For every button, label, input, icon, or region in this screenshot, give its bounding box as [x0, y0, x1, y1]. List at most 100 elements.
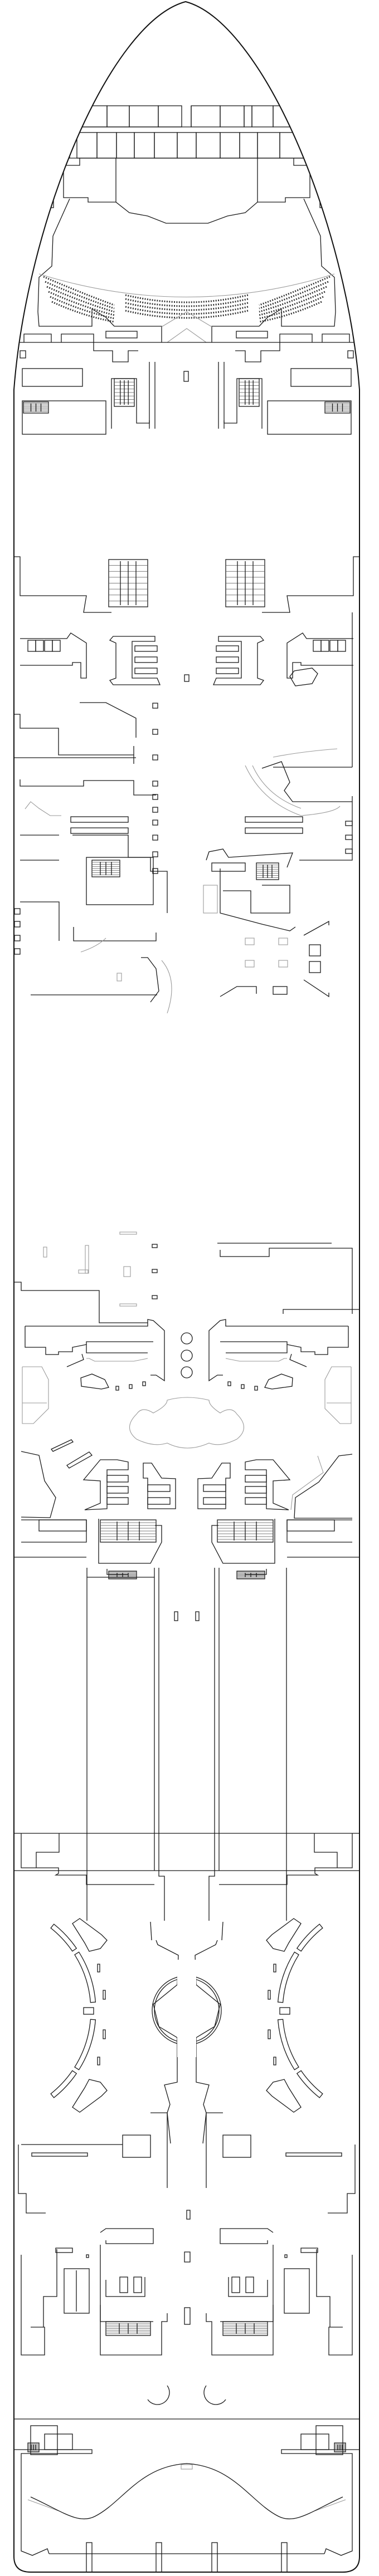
- stern-deck-edge: [281, 2449, 359, 2556]
- shop-counter-curve: [66, 1353, 84, 1367]
- atrium-central-feature: [129, 1397, 245, 1449]
- service-station: [83, 2007, 94, 2015]
- corridor-wall: [158, 1568, 165, 1921]
- wall-niche: [14, 908, 21, 915]
- theatre-seat-row: [46, 286, 115, 313]
- kiosk: [309, 961, 321, 973]
- atrium-pillar: [181, 1350, 193, 1362]
- theatre-seat-row: [45, 281, 115, 310]
- dining-divider: [268, 2029, 271, 2039]
- buffet-island: [72, 2079, 108, 2113]
- counter: [273, 986, 288, 995]
- elevator-bank: [64, 2268, 90, 2314]
- bar-curved-stair: [161, 960, 172, 1014]
- aft-lounge-partition: [286, 632, 353, 679]
- pillar: [184, 2251, 191, 2263]
- restroom-stall: [203, 1484, 226, 1492]
- shop-glass: [86, 1358, 148, 1362]
- pillar: [186, 2210, 191, 2220]
- restroom-stall: [216, 668, 239, 674]
- aft-lounge-partition: [20, 632, 87, 679]
- small-pillar: [86, 2254, 89, 2258]
- aft-stepped-room: [21, 1833, 154, 1885]
- spiral-feature: [289, 668, 318, 686]
- dining-arc-partition: [74, 1951, 96, 2003]
- aft-room: [38, 1519, 87, 1532]
- stern-stair-room: [315, 2425, 343, 2455]
- display-case: [245, 960, 255, 968]
- aft-corridor-wall: [206, 2112, 223, 2188]
- wall-niche: [14, 935, 21, 941]
- wall-niche: [345, 835, 353, 840]
- dining-arc-partition: [277, 2019, 299, 2070]
- column: [152, 794, 158, 800]
- stair-landing: [245, 1569, 267, 1575]
- restroom-stall: [134, 656, 158, 663]
- central-spine-wall: [221, 1921, 223, 1941]
- theatre-lobby-wall: [211, 326, 259, 342]
- dining-arc-partition: [50, 1924, 77, 1952]
- theatre-seat-row: [259, 296, 324, 320]
- pool-edge: [245, 765, 341, 816]
- aft-counter: [300, 2248, 318, 2253]
- aft-room-wall: [220, 2228, 274, 2244]
- midship-room: [25, 1326, 148, 1355]
- theatre-seat-row: [125, 302, 249, 311]
- column: [152, 1269, 158, 1273]
- dining-arc-partition: [74, 2019, 96, 2070]
- restroom-stall: [245, 2276, 254, 2293]
- midship-room: [208, 1319, 348, 1382]
- restroom-block: [109, 636, 161, 685]
- counter: [211, 862, 246, 872]
- display-case: [278, 938, 288, 945]
- dining-divider: [97, 2057, 100, 2065]
- wall-niche: [20, 350, 26, 359]
- restroom-stall: [216, 656, 239, 663]
- counter: [245, 827, 303, 834]
- aft-stepped-room: [314, 1833, 338, 1868]
- storage-locker: [236, 331, 268, 338]
- aft-room: [222, 2135, 251, 2158]
- decorative-bar: [51, 1439, 74, 1452]
- wall-niche: [14, 948, 21, 955]
- dining-divider: [273, 2057, 276, 2065]
- wall-niche: [345, 848, 353, 854]
- bollard: [241, 1384, 245, 1389]
- bollard: [129, 1384, 133, 1389]
- theatre-seat-row: [125, 294, 249, 303]
- restroom-stall: [134, 645, 158, 652]
- column: [152, 851, 158, 857]
- column: [152, 729, 158, 735]
- curved-stair: [80, 938, 106, 953]
- dining-arc-partition: [50, 2070, 77, 2098]
- pole-base: [78, 1269, 89, 1274]
- bollard: [227, 1381, 231, 1386]
- center-pillar: [184, 674, 190, 682]
- stair-enclosure: [206, 2305, 274, 2356]
- bollard: [115, 1386, 119, 1391]
- central-spine-wall: [150, 1921, 152, 1941]
- forward-store-room: [20, 185, 54, 208]
- starboard-ramp-glass: [290, 1455, 324, 1510]
- theatre-seat-row: [43, 276, 115, 306]
- theatre-seat-row: [48, 291, 115, 316]
- starboard-aft-room: [294, 1454, 353, 1519]
- corridor-wall: [208, 1568, 215, 1921]
- elevator-lobby-wall: [43, 2249, 57, 2327]
- forward-cabin-wall: [308, 135, 335, 158]
- forward-room: [23, 333, 52, 342]
- storage-locker: [105, 331, 138, 338]
- restroom-stall: [147, 1484, 171, 1492]
- buffet-island: [72, 1918, 108, 1952]
- small-pillar: [284, 2254, 288, 2258]
- restroom-stall: [203, 1497, 226, 1505]
- theatre-seat-row: [259, 276, 331, 306]
- restroom-stall: [245, 1475, 267, 1483]
- starboard-wall: [220, 986, 257, 997]
- restroom-stall: [245, 1497, 267, 1505]
- aft-curved-bench: [147, 2385, 170, 2405]
- dining-arc-partition: [277, 1951, 299, 2003]
- column: [152, 835, 158, 841]
- column: [152, 820, 158, 826]
- aft-side-room: [328, 2145, 356, 2214]
